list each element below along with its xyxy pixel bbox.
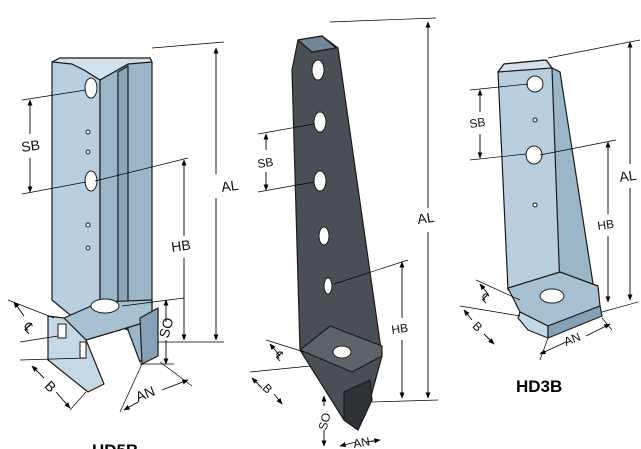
hd5b-holes [57,77,120,359]
hd5b-figure: AL HB SB SO AN B ℄ HD5B [7,41,240,449]
center-an-label: AN [352,434,371,449]
center-hb-label: HB [390,321,408,337]
center-so-label: SO [316,411,334,431]
hd5b-so-label: SO [156,316,177,340]
center-figure: AL HB SB SO AN B ℄ [249,17,439,449]
hd3b-an-label: AN [562,330,583,349]
hd5b-model-label: HD5B [92,441,138,449]
hd3b-figure: AL HB SB AN B ℄ HD3B [459,39,641,396]
center-bracket [291,35,383,431]
center-holes [311,59,352,359]
hd3b-bracket [497,59,603,339]
hd3b-hb-label: HB [596,217,614,233]
hd3b-al-label: AL [618,167,637,185]
center-b-label: B [260,381,276,397]
hd5b-sb-label: SB [20,137,41,155]
center-sb-label: SB [256,155,274,171]
hd5b-al-label: AL [220,177,239,195]
hd5b-bracket [47,57,159,393]
hd5b-dimension-lines [7,41,225,413]
hd3b-dimension-lines [459,39,641,361]
hd3b-sb-label: SB [468,115,486,131]
hd3b-b-label: B [470,319,486,335]
center-dimension-lines [249,17,439,448]
hd3b-cl-label: ℄ [478,290,494,306]
center-cl-label: ℄ [272,348,288,364]
hd5b-cl-label: ℄ [20,318,38,336]
hd3b-holes [525,75,565,304]
hd5b-hb-label: HB [170,236,191,255]
center-al-label: AL [416,209,435,227]
hd3b-model-label: HD3B [516,377,562,396]
hd5b-an-label: AN [133,383,157,405]
